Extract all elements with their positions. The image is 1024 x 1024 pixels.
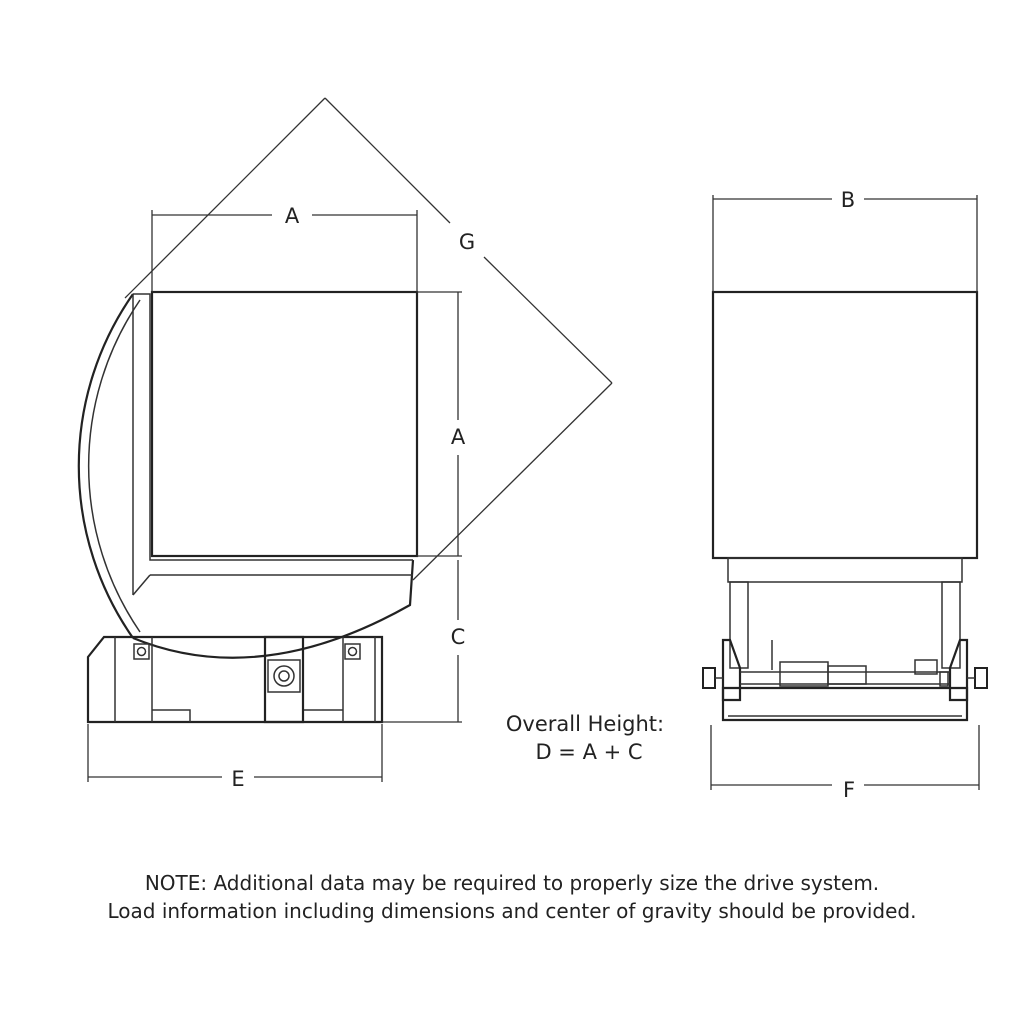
- drive-bracket: [914, 659, 938, 675]
- note-line-2: Load information including dimensions an…: [107, 899, 916, 923]
- axle-right: [974, 667, 988, 689]
- load-box-side: [711, 290, 979, 560]
- dim-a-top: A: [151, 204, 418, 292]
- base-notch-left: [152, 709, 191, 722]
- dim-e: E: [87, 724, 383, 791]
- bolt-left: [133, 643, 150, 660]
- label-g: G: [459, 230, 475, 254]
- right-view: [702, 290, 988, 722]
- drive-bracket-2: [939, 671, 949, 687]
- motor-plate: [267, 659, 301, 693]
- cradle-wall: [133, 293, 413, 561]
- dim-a-side: A: [417, 291, 466, 557]
- motor-shaft-inner: [278, 670, 290, 682]
- label-a-top: A: [285, 204, 300, 228]
- note-line-1: NOTE: Additional data may be required to…: [145, 871, 879, 895]
- dim-b: B: [712, 188, 978, 292]
- label-a-side: A: [451, 425, 466, 449]
- overall-height: Overall Height: D = A + C: [506, 712, 664, 764]
- frame-left: [721, 638, 742, 702]
- bolt-left-head: [136, 646, 147, 657]
- label-e: E: [231, 767, 244, 791]
- upright-left: [729, 581, 749, 669]
- left-view: [77, 290, 419, 724]
- upright-right: [941, 581, 961, 669]
- dim-f: F: [710, 725, 980, 802]
- dim-g: G: [124, 97, 613, 581]
- frame-right: [948, 638, 969, 702]
- bolt-right: [344, 643, 361, 660]
- cradle-arc: [77, 293, 134, 639]
- label-b: B: [841, 188, 855, 212]
- cradle-arc-inner: [87, 299, 141, 633]
- motor-block: [263, 635, 305, 724]
- support-plate: [727, 557, 963, 583]
- note: NOTE: Additional data may be required to…: [107, 871, 916, 923]
- base-frame: [86, 635, 384, 724]
- bolt-right-head: [347, 646, 358, 657]
- motor-shaft: [273, 665, 295, 687]
- overall-height-formula: D = A + C: [535, 740, 642, 764]
- axle-left: [702, 667, 716, 689]
- overall-height-label: Overall Height:: [506, 712, 664, 736]
- load-box: [150, 290, 419, 558]
- cradle-lower-curve: [132, 559, 415, 659]
- label-f: F: [843, 778, 855, 802]
- cradle-diagonal: [132, 574, 151, 596]
- drive-coupling: [827, 665, 867, 685]
- dim-c: C: [382, 560, 466, 723]
- base-pan: [721, 686, 969, 722]
- drive-motor: [779, 661, 829, 687]
- label-c: C: [451, 625, 466, 649]
